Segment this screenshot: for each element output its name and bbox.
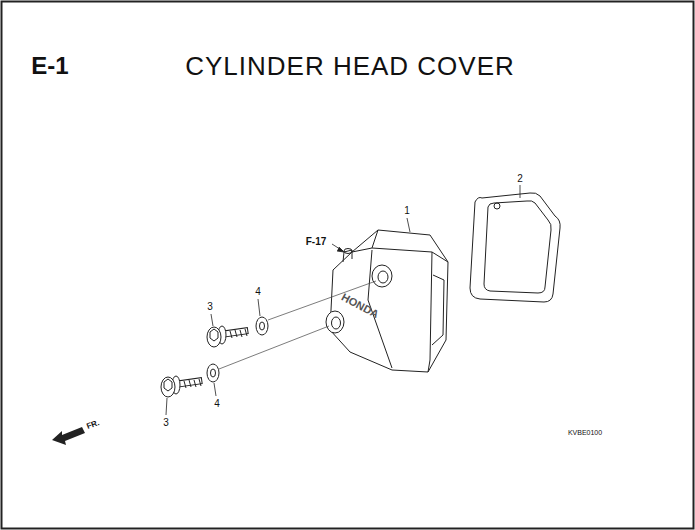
callout-number: 3: [207, 302, 213, 312]
leader-lines: [166, 185, 520, 415]
assembly-lines: [219, 281, 376, 369]
bolts-and-washers: [161, 317, 268, 397]
cylinder-head-cover: [326, 230, 448, 372]
callout-number: 1: [404, 206, 410, 216]
callout-number: 4: [214, 399, 220, 409]
section-code: E-1: [31, 54, 68, 78]
callout-number: 4: [255, 287, 261, 297]
callout-number: 2: [517, 174, 523, 184]
front-arrow: [52, 427, 85, 445]
callout-number: 3: [163, 418, 169, 428]
front-marker: FR.: [86, 419, 101, 431]
figure-code: KVBE0100: [568, 429, 602, 436]
reference-code: F-17: [306, 237, 327, 247]
page-title: CYLINDER HEAD COVER: [185, 53, 515, 79]
gasket: [470, 193, 560, 302]
